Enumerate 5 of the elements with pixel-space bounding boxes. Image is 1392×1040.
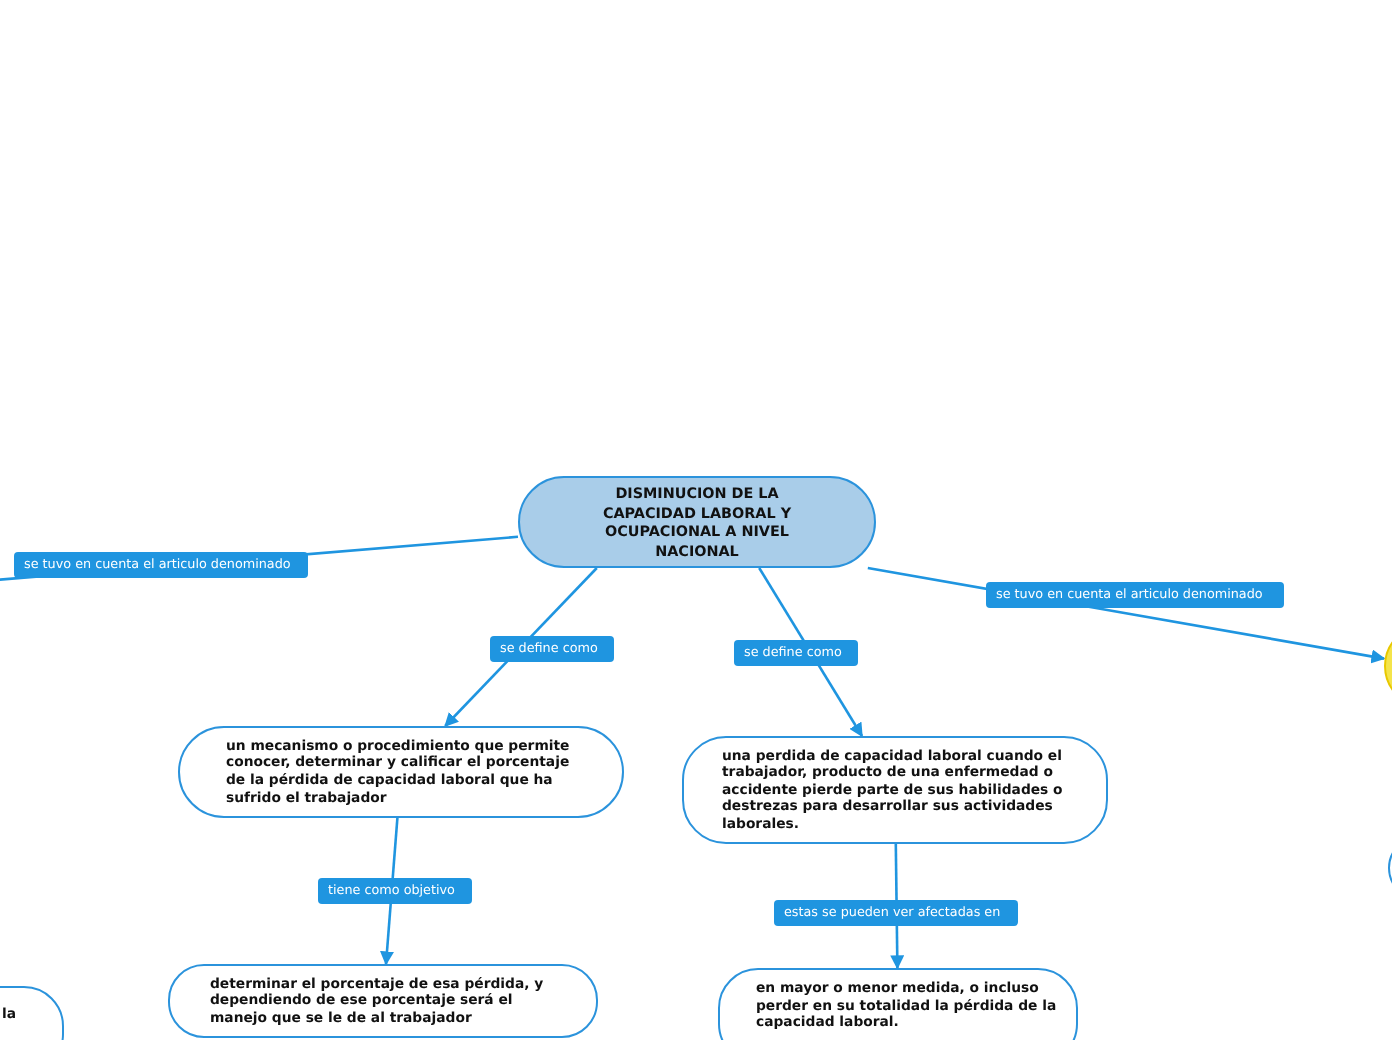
concept-box [682, 736, 1108, 844]
concept-box [718, 968, 1078, 1040]
concept-box [168, 964, 598, 1038]
concept-box [178, 726, 624, 818]
topic-box [518, 476, 876, 568]
